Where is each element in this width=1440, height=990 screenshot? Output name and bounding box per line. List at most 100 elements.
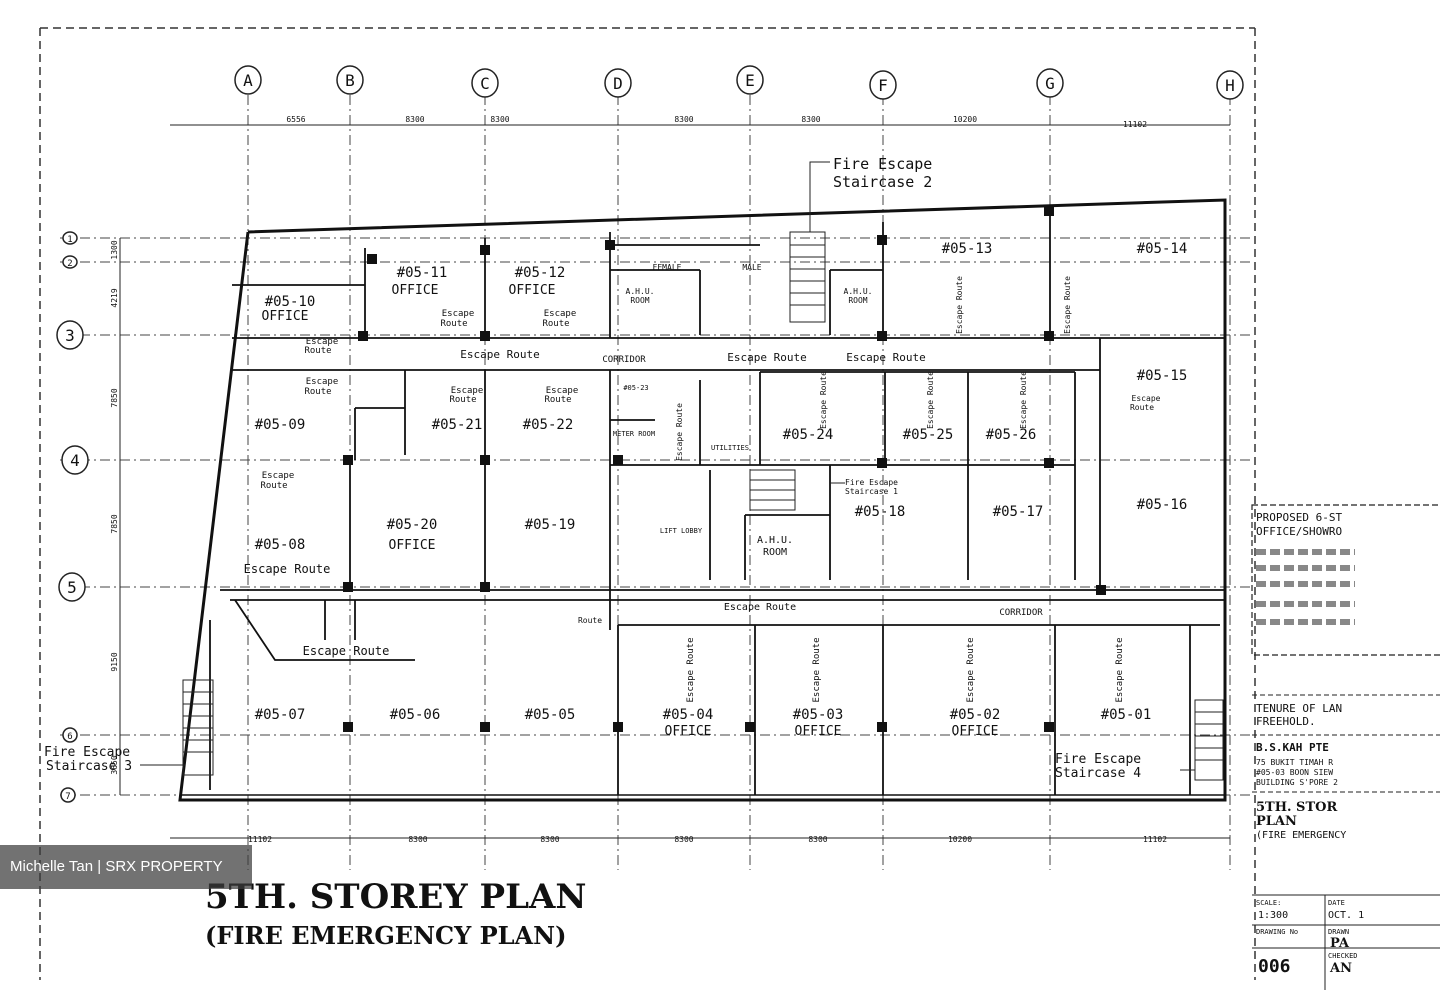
route-label: Route bbox=[542, 319, 569, 329]
escape-label: Escape bbox=[1132, 394, 1161, 403]
escape-route-vertical: Escape Route bbox=[819, 371, 828, 429]
unit-05-02-use: OFFICE bbox=[952, 724, 999, 739]
unit-05-23: #05-23 bbox=[623, 384, 648, 392]
unit-05-07: #05-07 bbox=[255, 707, 306, 723]
route-label: Route bbox=[1130, 403, 1154, 412]
escape-route-vertical: Escape Route bbox=[955, 276, 964, 334]
project-line-1: PROPOSED 6-ST bbox=[1256, 511, 1342, 524]
escape-label: Escape bbox=[451, 386, 484, 396]
left-dim: 3650 bbox=[110, 755, 119, 774]
unit-05-11-use: OFFICE bbox=[392, 283, 439, 298]
corridor-label: CORRIDOR bbox=[999, 608, 1043, 618]
escape-route-vertical: Escape Route bbox=[812, 637, 822, 702]
staircase-graphics bbox=[182, 231, 1224, 781]
unit-05-03-use: OFFICE bbox=[795, 724, 842, 739]
unit-05-05: #05-05 bbox=[525, 707, 576, 723]
grid-col-c: C bbox=[480, 74, 490, 93]
route-label: Route bbox=[544, 395, 571, 405]
grid-column-bubbles bbox=[234, 65, 1244, 100]
grid-col-f: F bbox=[878, 76, 888, 95]
grid-column-labels: A B C D E F G H bbox=[243, 71, 1235, 95]
escape-route-vertical: Escape Route bbox=[1115, 637, 1125, 702]
unit-labels: #05-01 #05-02 OFFICE #05-03 OFFICE #05-0… bbox=[255, 241, 1188, 739]
ahu-label: A.H.U. bbox=[844, 287, 873, 296]
fire-escape-labels: Fire Escape Staircase 2 Fire Escape Stai… bbox=[44, 155, 1141, 781]
unit-05-21: #05-21 bbox=[432, 417, 483, 433]
unit-05-01: #05-01 bbox=[1101, 707, 1152, 723]
leader-lines bbox=[140, 161, 1195, 771]
dimension-lines bbox=[119, 124, 1230, 839]
checked-label: CHECKED bbox=[1328, 952, 1358, 960]
utilities-label: UTILITIES bbox=[711, 444, 749, 452]
owner-line-4: BUILDING S'PORE 2 bbox=[1256, 778, 1338, 787]
left-dim: 7850 bbox=[110, 388, 119, 407]
unit-05-15: #05-15 bbox=[1137, 368, 1188, 384]
unit-05-04: #05-04 bbox=[663, 707, 714, 723]
unit-05-20: #05-20 bbox=[387, 517, 438, 533]
fire-escape-4-label: Fire Escape bbox=[1055, 752, 1141, 767]
escape-route-label: Escape Route bbox=[244, 562, 331, 576]
route-labels: Escape Route Escape Route Escape Route E… bbox=[244, 276, 1161, 703]
grid-row-labels: 1 2 3 4 5 6 7 bbox=[65, 235, 80, 802]
route-label: Route bbox=[304, 387, 331, 397]
fire-escape-2-label: Fire Escape bbox=[833, 155, 932, 173]
tenure-line-1: TENURE OF LAN bbox=[1256, 702, 1342, 715]
top-dim: 8300 bbox=[674, 115, 693, 124]
interior-walls bbox=[209, 212, 1225, 795]
staircase-4-label: Staircase 4 bbox=[1055, 766, 1141, 781]
escape-route-vertical: Escape Route bbox=[1063, 276, 1072, 334]
unit-05-24: #05-24 bbox=[783, 427, 834, 443]
owner-line-1: B.S.KAH PTE bbox=[1256, 741, 1329, 754]
fire-escape-3-label: Fire Escape bbox=[44, 745, 130, 760]
grid-col-g: G bbox=[1045, 74, 1055, 93]
route-label: Route bbox=[304, 346, 331, 356]
escape-label: Escape bbox=[306, 337, 339, 347]
bottom-dim: 8300 bbox=[408, 835, 427, 844]
escape-label: Escape bbox=[442, 309, 475, 319]
scale-value: 1:300 bbox=[1258, 910, 1288, 921]
scale-label: SCALE: bbox=[1256, 899, 1281, 907]
escape-route-vertical: Escape Route bbox=[686, 637, 696, 702]
female-toilet-label: FEMALE bbox=[653, 263, 682, 272]
grid-row-7: 7 bbox=[65, 792, 70, 802]
grid-row-2: 2 bbox=[67, 259, 72, 269]
escape-label: Escape bbox=[544, 309, 577, 319]
drawn-label: DRAWN bbox=[1328, 928, 1349, 936]
ahu-label: A.H.U. bbox=[626, 287, 655, 296]
date-value: OCT. 1 bbox=[1328, 910, 1364, 921]
unit-05-17: #05-17 bbox=[993, 504, 1044, 520]
escape-route-label: Escape Route bbox=[460, 348, 539, 361]
unit-05-16: #05-16 bbox=[1137, 497, 1188, 513]
grid-row-6: 6 bbox=[67, 732, 72, 742]
grid-row-4: 4 bbox=[70, 451, 80, 470]
owner-line-3: #05-03 BOON SIEW bbox=[1256, 768, 1333, 777]
plan-subtitle: (FIRE EMERGENCY PLAN) bbox=[205, 921, 566, 950]
staircase-3-label: Staircase 3 bbox=[46, 759, 132, 774]
left-dim: 9150 bbox=[110, 652, 119, 671]
corridor-label: CORRIDOR bbox=[602, 355, 646, 365]
unit-05-11: #05-11 bbox=[397, 265, 448, 281]
unit-05-13: #05-13 bbox=[942, 241, 993, 257]
escape-route-label: Escape Route bbox=[303, 644, 390, 658]
grid-col-a: A bbox=[243, 71, 253, 90]
sheet-line-3: (FIRE EMERGENCY bbox=[1256, 830, 1346, 841]
escape-route-vertical: Escape Route bbox=[966, 637, 976, 702]
drawing-no-value: 006 bbox=[1258, 956, 1291, 977]
top-dim: 11102 bbox=[1123, 120, 1147, 129]
room-label: ROOM bbox=[763, 547, 787, 558]
grid-col-b: B bbox=[345, 71, 355, 90]
left-dim: 7850 bbox=[110, 514, 119, 533]
unit-05-20-use: OFFICE bbox=[389, 538, 436, 553]
unit-05-04-use: OFFICE bbox=[665, 724, 712, 739]
unit-05-12-use: OFFICE bbox=[509, 283, 556, 298]
date-label: DATE bbox=[1328, 899, 1345, 907]
unit-05-03: #05-03 bbox=[793, 707, 844, 723]
bottom-dim: 10200 bbox=[948, 835, 972, 844]
grid-row-1: 1 bbox=[67, 235, 72, 245]
grid-col-d: D bbox=[613, 74, 623, 93]
left-dimensions: 1300 4219 7850 7850 9150 3650 bbox=[110, 240, 119, 774]
title-block: PROPOSED 6-ST OFFICE/SHOWRO TENURE OF LA… bbox=[1251, 504, 1440, 990]
unit-05-06: #05-06 bbox=[390, 707, 441, 723]
escape-route-vertical: Escape Route bbox=[1019, 371, 1028, 429]
